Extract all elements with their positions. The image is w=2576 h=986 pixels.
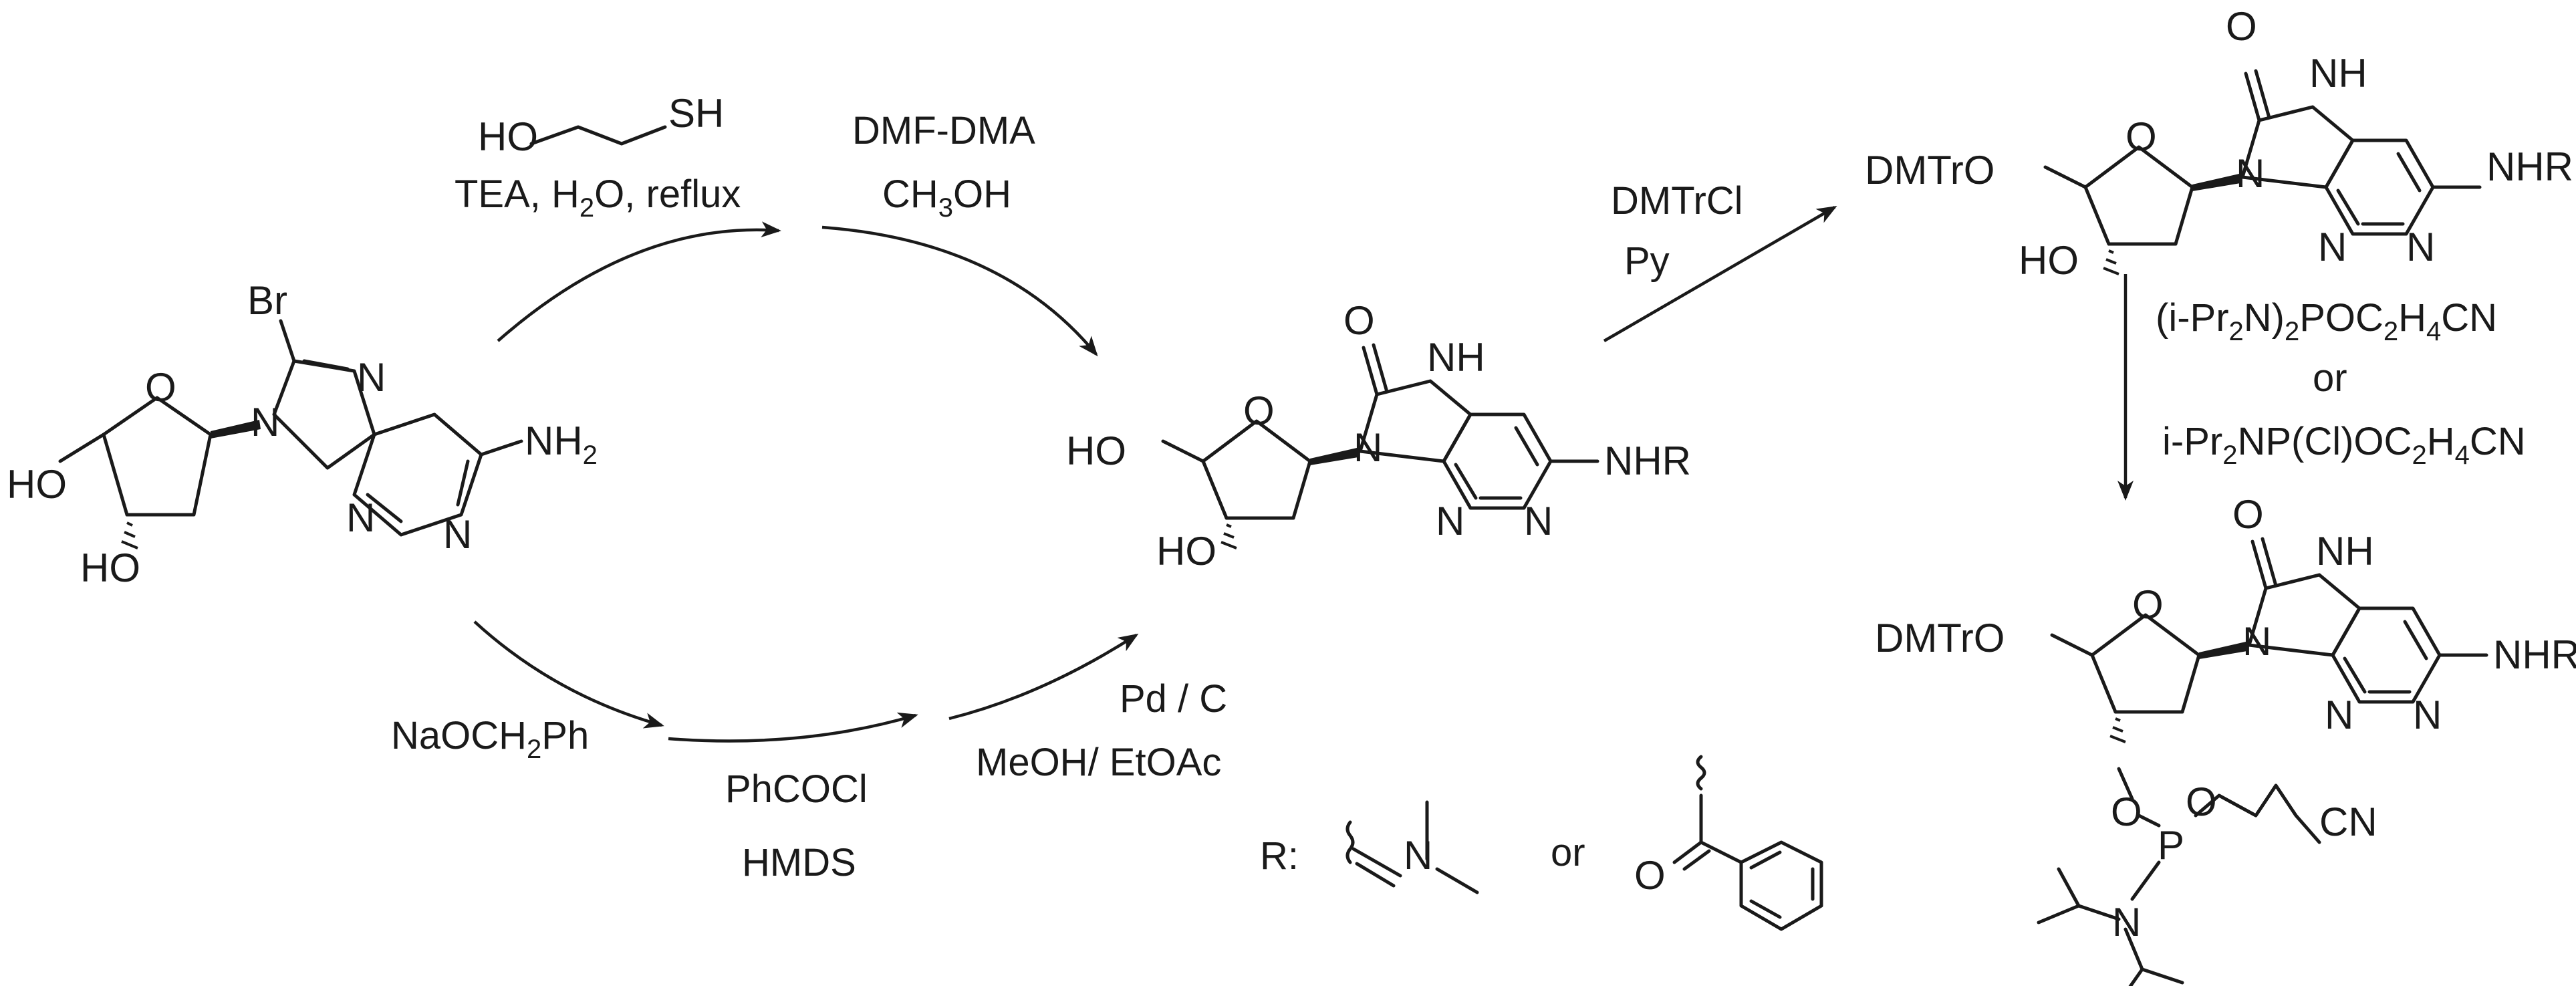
atom-label: NH (2309, 51, 2367, 96)
atom-label: DMTrO (1875, 616, 2005, 660)
r-label: R: (1260, 834, 1299, 878)
r-group-definition: R: N or O (1260, 755, 1823, 931)
atom-label: N (1404, 833, 1432, 878)
atom-label: NHR (2486, 144, 2573, 189)
atom-label: N (443, 512, 472, 557)
compound-8-oxo-deoxyadenosine: O HO HO N O NH N N NHR (1066, 298, 1691, 574)
reagent-label: TEA, H2O, reflux (455, 172, 741, 223)
atom-label: NH2 (525, 418, 598, 470)
atom-label: P (2158, 823, 2184, 868)
atom-label: NH (2316, 529, 2374, 574)
arrow-step-4: (i-Pr2N)2POC2H4CN or i-Pr2NP(Cl)OC2H4CN (2117, 274, 2526, 501)
atom-label: CN (2319, 799, 2377, 844)
reagent-label: DMTrCl (1611, 179, 1743, 223)
atom-label: NH (1427, 335, 1485, 380)
atom-label: N (357, 355, 386, 400)
atom-label: O (1634, 853, 1666, 898)
reagent-label: or (2313, 356, 2347, 400)
arrow-step-1: HO SH TEA, H2O, reflux DMF-DMA CH3OH (455, 91, 1098, 357)
atom-label: N (2406, 225, 2435, 269)
atom-label: O (145, 365, 176, 410)
atom-label: HO (478, 114, 538, 159)
atom-label: HO (80, 545, 140, 590)
atom-label: O (1243, 388, 1275, 433)
atom-label: Br (247, 278, 287, 323)
atom-label: HO (1156, 529, 1216, 574)
atom-label: N (2325, 693, 2353, 737)
atom-label: HO (1066, 428, 1126, 473)
atom-label: O (2226, 4, 2257, 49)
reagent-label: (i-Pr2N)2POC2H4CN (2156, 296, 2497, 346)
reagent-label: Py (1624, 239, 1670, 283)
arrow-step-3: DMTrCl Py (1603, 179, 1837, 342)
atom-label: N (2413, 693, 2442, 737)
compound-8-bromo-deoxyadenosine: Br N N N N O HO HO NH2 (7, 278, 598, 590)
reagent-label: PhCOCl (725, 767, 868, 811)
atom-label: HO (7, 462, 67, 507)
compound-phosphoramidite: O DMTrO N O NH N N NHR O P O N CN (1875, 492, 2576, 986)
atom-label: O (2186, 779, 2217, 824)
reagent-label: DMF-DMA (852, 109, 1035, 152)
atom-label: O (2111, 789, 2142, 834)
r-or-label: or (1551, 831, 1585, 874)
atom-label: SH (668, 91, 724, 136)
arrow-step-2: NaOCH2Ph PhCOCl HMDS Pd / C MeOH/ EtOAc (391, 620, 1227, 884)
atom-label: N (346, 495, 375, 540)
atom-label: N (1354, 425, 1382, 470)
reagent-label: NaOCH2Ph (391, 714, 589, 764)
atom-label: N (2318, 225, 2347, 269)
atom-label: O (2132, 582, 2164, 627)
atom-label: N (2236, 151, 2265, 196)
atom-label: O (2126, 114, 2157, 159)
atom-label: NHR (2493, 632, 2576, 677)
atom-label: HO (2019, 238, 2079, 283)
reagent-label: MeOH/ EtOAc (976, 741, 1221, 784)
atom-label: N (1524, 499, 1553, 543)
reagent-label: CH3OH (882, 172, 1011, 223)
compound-dmtr-protected: O DMTrO HO N O NH N N NHR (1865, 4, 2573, 283)
reagent-label: i-Pr2NP(Cl)OC2H4CN (2162, 420, 2526, 470)
atom-label: N (2242, 619, 2271, 664)
atom-label: N (251, 400, 279, 445)
atom-label: N (1436, 499, 1464, 543)
atom-label: DMTrO (1865, 148, 1994, 193)
atom-label: O (1343, 298, 1375, 343)
reagent-label: HMDS (742, 841, 856, 884)
atom-label: O (2232, 492, 2264, 537)
reagent-label: Pd / C (1120, 677, 1227, 721)
atom-label: N (2112, 900, 2141, 945)
atom-label: NHR (1604, 439, 1691, 483)
